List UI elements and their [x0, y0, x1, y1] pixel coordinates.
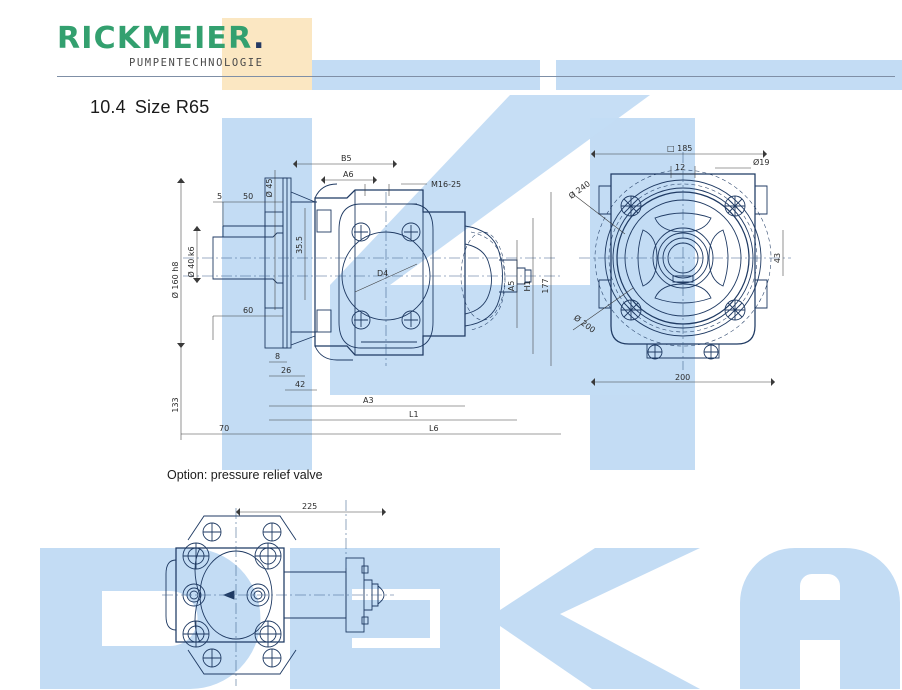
- dim-label: □ 185: [667, 144, 692, 153]
- dim-label: 35.5: [295, 236, 304, 254]
- dim-label: Ø19: [753, 157, 769, 167]
- brand-period: .: [253, 21, 266, 56]
- brand-name-text: RICKMEIER: [57, 21, 253, 56]
- option-caption: Option: pressure relief valve: [167, 468, 323, 482]
- chapter-number: 10.4: [90, 97, 126, 117]
- front-flange-view: □ 185 Ø19 12 Ø 240 Ø 200 43 200: [567, 144, 791, 386]
- dim-label: Ø 45: [264, 178, 274, 197]
- dim-label: A5: [507, 281, 516, 292]
- dim-label: 12: [675, 163, 685, 172]
- dim-label: B5: [341, 154, 352, 163]
- dim-label: L1: [409, 410, 419, 419]
- dim-label: M16-25: [431, 180, 461, 189]
- dim-label: D4: [377, 269, 388, 278]
- header-divider: [57, 76, 895, 77]
- chapter-title: Size R65: [134, 97, 210, 117]
- dim-label: 200: [675, 373, 690, 382]
- dim-label: 225: [302, 502, 317, 511]
- brand-tagline: PUMPENTECHNOLOGIE: [128, 57, 264, 69]
- brand-logo: RICKMEIER. PUMPENTECHNOLOGIE: [57, 24, 266, 70]
- dim-label: 5: [217, 192, 222, 201]
- dim-label: Ø 40 k6: [186, 246, 196, 277]
- dim-label: Ø 240: [567, 178, 592, 200]
- dim-label: A3: [363, 396, 374, 405]
- dim-label: Ø 160 h8: [170, 262, 180, 299]
- page-title: 10.4 Size R65: [90, 97, 209, 118]
- pressure-relief-valve-view: 225: [162, 500, 394, 686]
- brand-name: RICKMEIER.: [57, 24, 266, 54]
- dim-label: 26: [281, 366, 291, 375]
- dim-label: H1: [523, 280, 532, 291]
- dim-label: 70: [219, 424, 229, 433]
- dim-label: 133: [171, 397, 180, 412]
- dim-label: 8: [275, 352, 280, 361]
- dim-label: 60: [243, 306, 253, 315]
- dim-label: A6: [343, 170, 354, 179]
- dim-label: 43: [773, 253, 782, 263]
- dim-label: 50: [243, 192, 253, 201]
- watermark-block: [310, 60, 540, 90]
- dim-label: 177: [541, 278, 550, 293]
- side-section-view: Ø 160 h8 Ø 40 k6 Ø 45 35.5 133 5 50 60 8…: [170, 154, 561, 440]
- dim-label: 42: [295, 380, 305, 389]
- dim-label: L6: [429, 424, 439, 433]
- watermark-block: [556, 60, 902, 90]
